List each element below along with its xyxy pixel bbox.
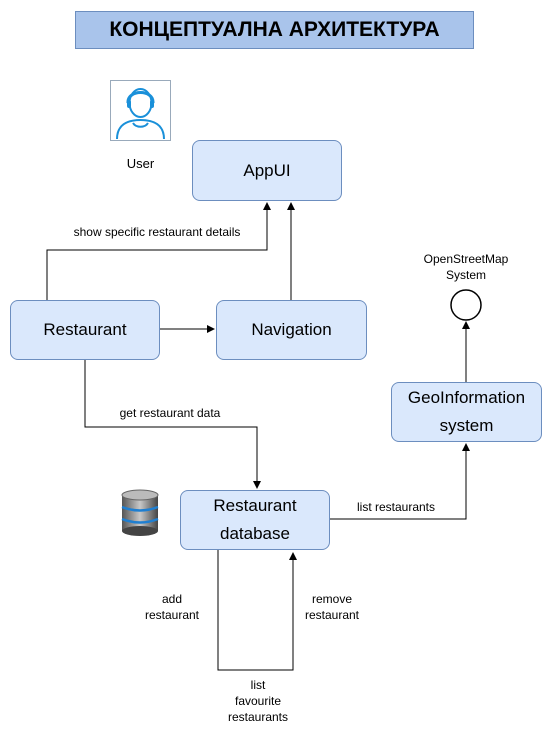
- openstreetmap-label: OpenStreetMap System: [396, 251, 536, 283]
- user-label: User: [126, 156, 155, 171]
- geo-label-line2: system: [439, 416, 494, 435]
- edge-label-list-favourite: list favourite restaurants: [213, 677, 303, 725]
- appui-box: AppUI: [192, 140, 342, 201]
- fav-line2: favourite: [234, 694, 282, 708]
- edge-db-loop: [217, 550, 297, 671]
- osm-label-line1: OpenStreetMap: [423, 252, 509, 266]
- navigation-box: Navigation: [216, 300, 367, 360]
- edge-label-show-details: show specific restaurant details: [56, 224, 258, 240]
- remove-line2: restaurant: [304, 608, 360, 622]
- restaurant-database-box: Restaurant database: [180, 490, 330, 550]
- fav-line1: list: [250, 678, 266, 692]
- fav-line3: restaurants: [227, 710, 289, 724]
- remove-line1: remove: [311, 592, 352, 606]
- edge-restaurant-db: [84, 360, 261, 489]
- geoinformation-box: GeoInformation system: [391, 382, 542, 442]
- osm-label-line2: System: [445, 268, 486, 282]
- database-icon: [121, 489, 159, 536]
- edge-label-get-data: get restaurant data: [100, 405, 240, 421]
- diagram-title: КОНЦЕПТУАЛНА АРХИТЕКТУРА: [75, 11, 474, 49]
- restaurant-label: Restaurant: [43, 320, 127, 339]
- navigation-label: Navigation: [251, 320, 332, 339]
- db-label-line1: Restaurant: [213, 496, 297, 515]
- appui-label: AppUI: [243, 160, 291, 180]
- edge-label-list-restaurants: list restaurants: [356, 500, 436, 514]
- geo-label-line1: GeoInformation: [407, 388, 526, 407]
- edge-db-geo: [330, 443, 470, 520]
- openstreetmap-node: [450, 289, 482, 321]
- add-line2: restaurant: [144, 608, 200, 622]
- edge-label-add-restaurant: add restaurant: [132, 591, 212, 623]
- user-actor: [110, 80, 171, 141]
- edge-restaurant-appui: [46, 202, 271, 300]
- add-line1: add: [161, 592, 183, 606]
- restaurant-box: Restaurant: [10, 300, 160, 360]
- user-avatar-icon: [116, 88, 165, 140]
- edge-label-remove-restaurant: remove restaurant: [292, 591, 372, 623]
- db-label-line2: database: [220, 524, 290, 543]
